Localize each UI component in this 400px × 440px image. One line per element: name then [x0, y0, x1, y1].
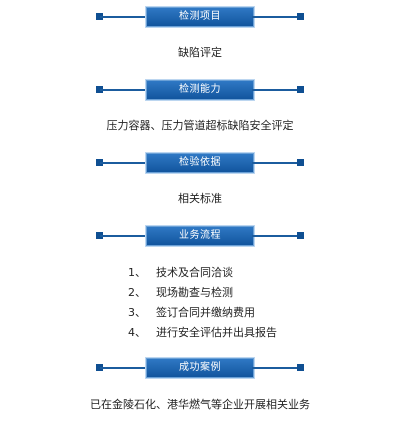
rule-cap-right	[297, 13, 304, 20]
rule-left	[100, 16, 148, 18]
section-title: 检测项目	[179, 11, 221, 22]
section-badge: 检验依据	[146, 153, 254, 173]
rule-cap-left	[96, 232, 103, 239]
rule-right	[252, 16, 300, 18]
step-number: 3、	[128, 306, 146, 319]
rule-right	[252, 367, 300, 369]
section-title: 成功案例	[179, 362, 221, 373]
rule-cap-left	[96, 86, 103, 93]
process-step: 3、签订合同并缴纳费用	[128, 306, 277, 326]
rule-left	[100, 89, 148, 91]
section-badge: 检测能力	[146, 80, 254, 100]
rule-cap-left	[96, 13, 103, 20]
rule-cap-right	[297, 364, 304, 371]
step-text: 技术及合同洽谈	[156, 266, 233, 279]
section-body-text: 已在金陵石化、港华燃气等企业开展相关业务	[90, 398, 310, 411]
step-text: 现场勘查与检测	[156, 286, 233, 299]
rule-right	[252, 235, 300, 237]
section-body-text: 相关标准	[178, 192, 222, 205]
rule-cap-left	[96, 364, 103, 371]
step-text: 签订合同并缴纳费用	[156, 306, 255, 319]
section-header-test-items: 检测项目	[0, 7, 400, 27]
step-text: 进行安全评估并出具报告	[156, 326, 277, 339]
rule-cap-right	[297, 159, 304, 166]
section-badge: 业务流程	[146, 226, 254, 246]
rule-right	[252, 89, 300, 91]
step-number: 2、	[128, 286, 146, 299]
process-step: 4、进行安全评估并出具报告	[128, 326, 277, 346]
rule-left	[100, 367, 148, 369]
section-header-cases: 成功案例	[0, 358, 400, 378]
rule-left	[100, 162, 148, 164]
section-body-text: 缺陷评定	[178, 46, 222, 59]
section-title: 检测能力	[179, 84, 221, 95]
process-step: 2、现场勘查与检测	[128, 286, 277, 306]
rule-cap-right	[297, 232, 304, 239]
section-badge: 成功案例	[146, 358, 254, 378]
section-header-capability: 检测能力	[0, 80, 400, 100]
section-header-basis: 检验依据	[0, 153, 400, 173]
rule-cap-right	[297, 86, 304, 93]
step-number: 4、	[128, 326, 146, 339]
section-badge: 检测项目	[146, 7, 254, 27]
section-header-process: 业务流程	[0, 226, 400, 246]
step-number: 1、	[128, 266, 146, 279]
rule-left	[100, 235, 148, 237]
process-step: 1、技术及合同洽谈	[128, 266, 277, 286]
rule-cap-left	[96, 159, 103, 166]
section-title: 检验依据	[179, 157, 221, 168]
section-body-text: 压力容器、压力管道超标缺陷安全评定	[106, 119, 294, 132]
section-title: 业务流程	[179, 230, 221, 241]
rule-right	[252, 162, 300, 164]
process-step-list: 1、技术及合同洽谈 2、现场勘查与检测 3、签订合同并缴纳费用 4、进行安全评估…	[128, 266, 277, 346]
